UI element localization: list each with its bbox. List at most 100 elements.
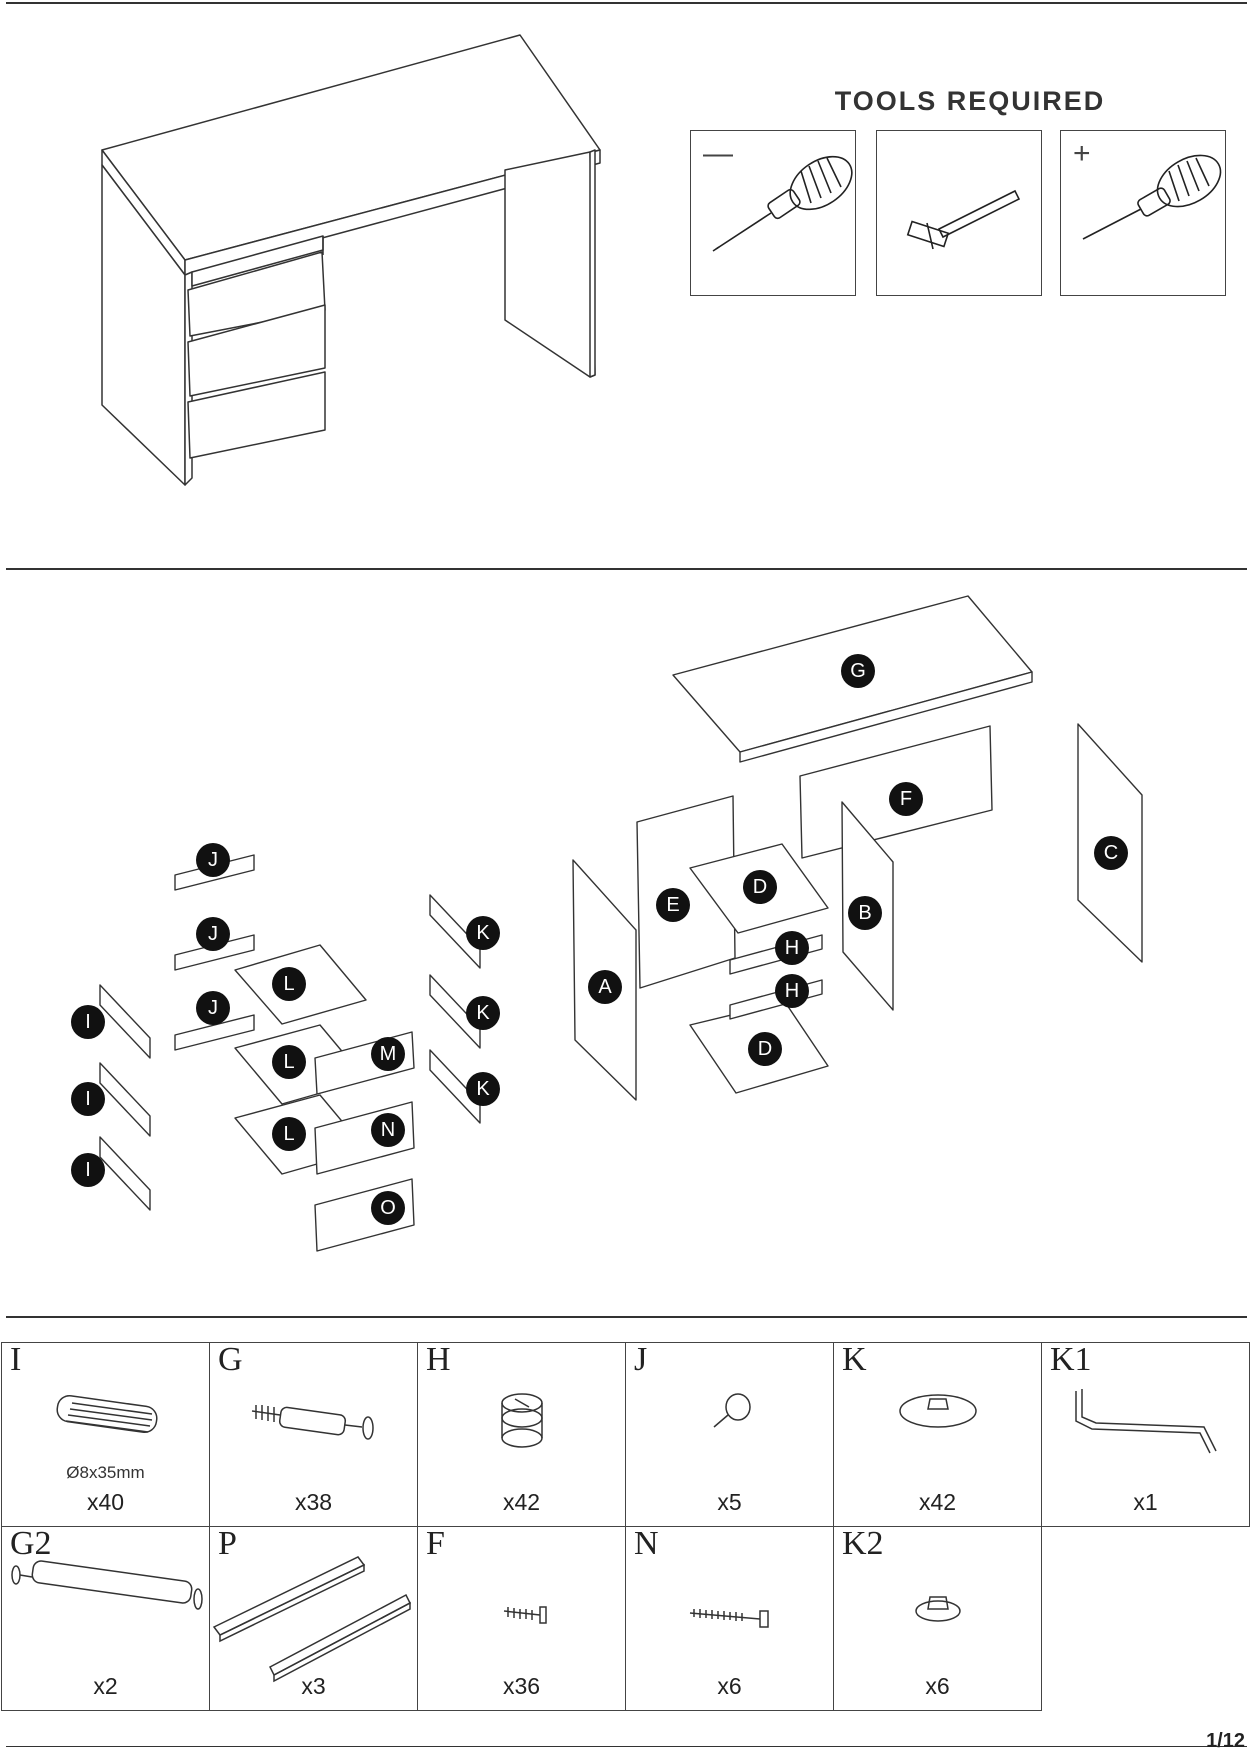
hardware-qty: x40: [86, 1489, 125, 1515]
svg-text:J: J: [208, 923, 218, 945]
part-label-H: H: [775, 974, 809, 1008]
part-label-M: M: [371, 1037, 405, 1071]
part-label-F: F: [889, 782, 923, 816]
svg-text:C: C: [1104, 842, 1118, 864]
hardware-letter: N: [634, 1525, 659, 1562]
svg-text:N: N: [381, 1119, 395, 1141]
part-label-N: N: [371, 1113, 405, 1147]
svg-text:O: O: [380, 1197, 396, 1219]
hardware-letter: H: [426, 1341, 451, 1378]
long-screw-icon: [689, 1609, 769, 1628]
part-label-J: J: [196, 917, 230, 951]
hardware-qty: x5: [717, 1489, 742, 1515]
part-label-I: I: [71, 1153, 105, 1187]
part-label-B: B: [848, 896, 882, 930]
svg-text:F: F: [900, 788, 912, 810]
svg-text:H: H: [785, 937, 799, 959]
hardware-cell-N: N x6: [625, 1525, 834, 1711]
svg-text:I: I: [85, 1088, 91, 1110]
hardware-letter: G: [218, 1341, 243, 1378]
part-label-E: E: [656, 888, 690, 922]
hardware-cell-K2: K2 x6: [833, 1525, 1042, 1711]
bottom-rule: [6, 1746, 1247, 1747]
drawer-slide-icon: [212, 1556, 411, 1683]
svg-text:K: K: [476, 1078, 490, 1100]
hardware-letter: K2: [842, 1525, 884, 1562]
section-divider: [6, 568, 1247, 570]
screw-icon: [503, 1606, 547, 1624]
plus-sign: +: [1073, 137, 1091, 170]
cam-lock-icon: [501, 1393, 543, 1448]
part-label-J: J: [196, 991, 230, 1025]
hardware-divider: [6, 1316, 1247, 1318]
svg-text:I: I: [85, 1159, 91, 1181]
top-rule: [6, 2, 1247, 4]
svg-text:J: J: [208, 997, 218, 1019]
part-label-G: G: [841, 654, 875, 688]
svg-text:K: K: [476, 922, 490, 944]
hardware-qty: x36: [502, 1673, 541, 1699]
hammer-icon: [906, 189, 1021, 250]
hardware-qty: x3: [301, 1673, 326, 1699]
svg-text:D: D: [753, 876, 767, 898]
nail-icon: [713, 1393, 751, 1428]
hardware-cell-K1: K1 x1: [1041, 1341, 1250, 1527]
hammer-tool: [876, 130, 1042, 296]
cover-cap-icon: [899, 1394, 977, 1428]
part-label-D: D: [743, 870, 777, 904]
svg-text:L: L: [283, 973, 294, 995]
svg-text:D: D: [758, 1038, 772, 1060]
wooden-dowel-icon: [56, 1394, 158, 1434]
svg-text:K: K: [476, 1002, 490, 1024]
svg-text:L: L: [283, 1123, 294, 1145]
part-label-H: H: [775, 931, 809, 965]
svg-text:E: E: [666, 894, 679, 916]
part-label-L: L: [272, 1045, 306, 1079]
exploded-parts-diagram: G F C D E B A H H D J J J I I I L L L M …: [71, 595, 1143, 1252]
part-label-K: K: [466, 916, 500, 950]
hardware-qty: x6: [717, 1673, 742, 1699]
svg-text:B: B: [858, 902, 871, 924]
part-label-I: I: [71, 1005, 105, 1039]
hardware-qty: x42: [918, 1489, 957, 1515]
flat-screwdriver-tool: —: [690, 130, 856, 296]
tools-required-title: TOOLS REQUIRED: [834, 86, 1106, 116]
minus-sign: —: [703, 137, 733, 170]
part-labels: G F C D E B A H H D J J J I I I L L L M …: [71, 654, 1128, 1225]
hardware-qty: x38: [294, 1489, 333, 1515]
long-cam-bolt-icon: [11, 1560, 203, 1610]
hardware-cell-P: P x3: [209, 1525, 418, 1711]
part-label-C: C: [1094, 836, 1128, 870]
hardware-letter: F: [426, 1525, 445, 1562]
hardware-letter: G2: [10, 1525, 52, 1562]
allen-key-icon: [1075, 1389, 1217, 1454]
hardware-letter: J: [634, 1341, 648, 1378]
flat-screwdriver-icon: [712, 155, 853, 252]
svg-text:J: J: [208, 849, 218, 871]
hardware-cell-H: H x42: [417, 1341, 626, 1527]
hardware-cell-G: G x38: [209, 1341, 418, 1527]
hardware-letter: K: [842, 1341, 867, 1378]
hardware-letter: I: [10, 1341, 22, 1378]
hardware-qty: x42: [502, 1489, 541, 1515]
svg-text:A: A: [598, 976, 612, 998]
svg-text:L: L: [283, 1051, 294, 1073]
page-number: 1/12: [1206, 1730, 1245, 1752]
svg-text:H: H: [785, 980, 799, 1002]
cam-bolt-icon: [251, 1405, 374, 1440]
hardware-qty: x2: [93, 1673, 118, 1699]
part-label-text: G: [850, 660, 866, 682]
part-label-K: K: [466, 996, 500, 1030]
hardware-cell-K: K x42: [833, 1341, 1042, 1527]
svg-text:M: M: [380, 1043, 397, 1065]
part-label-J: J: [196, 843, 230, 877]
part-label-I: I: [71, 1082, 105, 1116]
hardware-letter: P: [218, 1525, 237, 1562]
dowel-size-note: Ø8x35mm: [66, 1463, 145, 1482]
svg-text:I: I: [85, 1011, 91, 1033]
part-label-L: L: [272, 1117, 306, 1151]
hardware-letter: K1: [1050, 1341, 1092, 1378]
hardware-qty: x1: [1133, 1489, 1158, 1515]
hardware-cell-I: I Ø8x35mm x40: [1, 1341, 210, 1527]
hardware-cell-G2: G2 x2: [1, 1525, 210, 1711]
